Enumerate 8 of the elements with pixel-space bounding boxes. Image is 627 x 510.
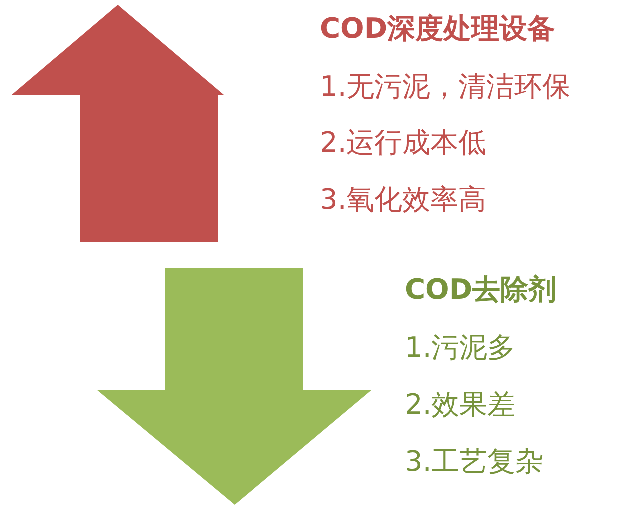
list-item: 3.工艺复杂 — [405, 445, 544, 479]
heading: COD去除剂 — [405, 273, 557, 307]
list-item: 3.氧化效率高 — [320, 183, 487, 217]
list-item: 2.运行成本低 — [320, 126, 487, 160]
heading: COD深度处理设备 — [320, 12, 556, 46]
list-item: 2.效果差 — [405, 388, 516, 422]
list-item: 1.无污泥，清洁环保 — [320, 70, 571, 104]
list-item: 1.污泥多 — [405, 331, 516, 365]
